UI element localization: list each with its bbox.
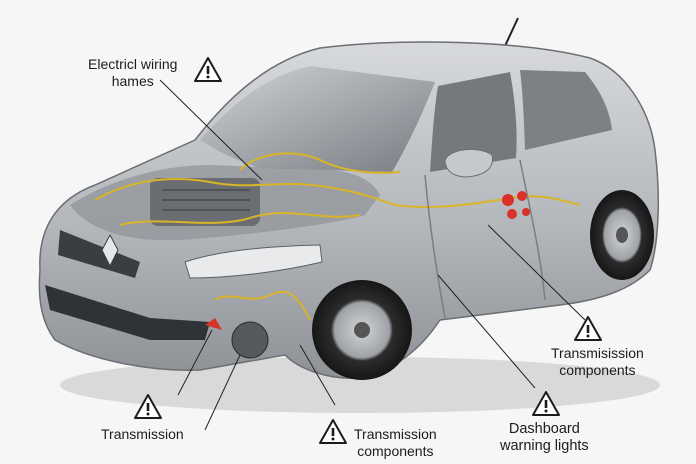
callout-transmission-components-bottom: Transmission components: [354, 426, 437, 460]
front-wheel-hub: [354, 322, 370, 338]
callout-text: Transmisission: [551, 345, 644, 361]
grille: [58, 230, 140, 278]
warning-triangle-icon: [194, 57, 222, 82]
brand-logo: [101, 233, 119, 268]
dashboard-warning-lights: [502, 191, 530, 219]
callout-dashboard-warning-lights: Dashboard warning lights: [500, 421, 589, 455]
callout-text: hames: [111, 73, 154, 89]
fog-light: [231, 321, 269, 359]
callout-text: Transmission: [101, 426, 184, 442]
door-seams: [424, 159, 546, 319]
warning-triangle-icon: [319, 419, 347, 444]
wiring-harness: [94, 152, 581, 321]
car-shadow: [60, 357, 660, 413]
side-mirror: [444, 148, 494, 178]
callout-wiring-harness: Electricl wiring hames: [88, 56, 177, 90]
transmission-highlight: [205, 318, 222, 330]
lower-grille: [45, 285, 210, 340]
rear-side-window: [520, 70, 612, 150]
callout-transmission-components-right: Transmisission components: [551, 345, 644, 379]
warning-triangle-icon: [574, 316, 602, 341]
antenna: [504, 17, 519, 47]
callout-text: Electricl wiring: [88, 56, 178, 72]
callout-transmission: Transmission: [101, 426, 184, 443]
front-side-window: [430, 72, 517, 172]
rear-wheel-hub: [616, 227, 628, 243]
headlight: [184, 244, 323, 279]
engine-ribs: [162, 189, 250, 211]
callout-text: components: [559, 362, 636, 378]
warning-triangle-icon: [134, 394, 162, 419]
callout-text: Transmission: [354, 426, 437, 442]
windshield: [200, 66, 435, 172]
warning-triangle-icon: [532, 391, 560, 416]
callout-text: components: [357, 443, 434, 459]
callout-text: Dashboard: [508, 421, 580, 437]
leader-lines: [159, 79, 586, 431]
callout-text: warning lights: [500, 438, 589, 454]
